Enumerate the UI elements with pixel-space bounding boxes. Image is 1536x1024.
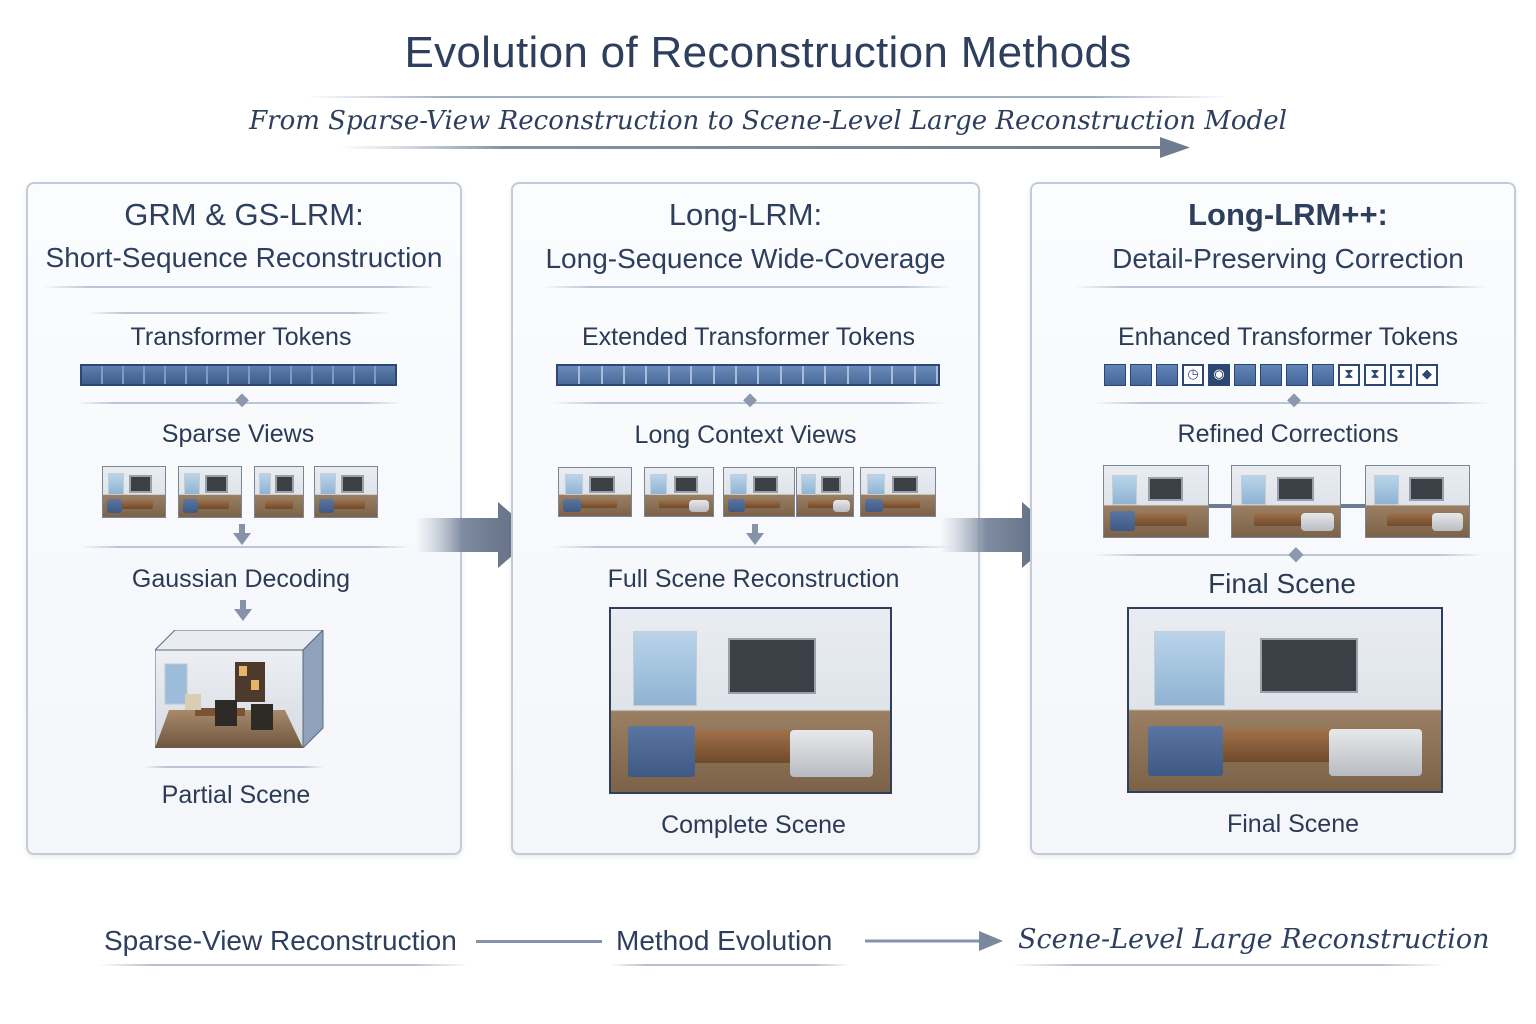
section-divider — [552, 546, 952, 548]
section-divider — [76, 402, 402, 404]
view-thumbnail — [1231, 465, 1341, 538]
view-thumbnail — [723, 467, 795, 517]
section-divider — [144, 766, 324, 768]
footer-arrow-icon — [865, 931, 1003, 951]
panel-subtitle: Long-Sequence Wide-Coverage — [545, 243, 946, 274]
section-divider — [1094, 554, 1484, 556]
decode-label: Final Scene — [1208, 568, 1356, 599]
hourglass-token-icon: ⧗ — [1390, 364, 1412, 386]
footer-middle-label: Method Evolution — [616, 925, 833, 956]
view-thumbnail — [860, 467, 936, 517]
footer-start-label: Sparse-View Reconstruction — [104, 925, 457, 956]
partial-scene-3d-box — [155, 630, 324, 748]
views-label: Sparse Views — [161, 420, 315, 448]
down-arrow-icon — [746, 524, 764, 545]
result-label: Partial Scene — [161, 781, 311, 809]
token-bar — [556, 364, 940, 386]
view-thumbnail — [314, 466, 378, 518]
section-divider — [80, 546, 410, 548]
result-label: Complete Scene — [661, 811, 846, 839]
tokens-label: Extended Transformer Tokens — [581, 323, 916, 351]
views-label: Long Context Views — [634, 421, 857, 449]
view-thumbnail — [1365, 465, 1470, 538]
decode-label: Gaussian Decoding — [131, 565, 351, 593]
page-subtitle: From Sparse-View Reconstruction to Scene… — [249, 106, 1287, 136]
final-scene-image — [1127, 607, 1443, 793]
tokens-label: Enhanced Transformer Tokens — [1117, 323, 1458, 351]
panel-divider — [42, 286, 436, 288]
view-thumbnail — [644, 467, 714, 517]
view-thumbnail — [1103, 465, 1209, 538]
view-thumbnail — [254, 466, 304, 518]
views-label: Refined Corrections — [1177, 420, 1399, 448]
panel-title: Long-LRM: — [668, 197, 823, 232]
panel-title: GRM & GS-LRM: — [124, 197, 364, 232]
hourglass-token-icon: ⧗ — [1364, 364, 1386, 386]
section-divider — [552, 402, 946, 404]
panel-grm-gs-lrm — [26, 182, 462, 855]
section-divider — [1094, 402, 1490, 404]
footer-line — [476, 940, 602, 943]
diamond-connector-icon: ◆ — [1288, 543, 1304, 565]
diamond-connector-icon: ◆ — [235, 389, 249, 409]
subtitle-arrow-icon — [340, 137, 1190, 158]
hourglass-token-icon: ⧗ — [1338, 364, 1360, 386]
footer-underline — [98, 964, 468, 966]
panel-divider — [1074, 286, 1488, 288]
down-arrow-icon — [234, 600, 252, 621]
view-thumbnail — [558, 467, 632, 517]
clock-token-icon: ◷ — [1182, 364, 1204, 386]
title-divider — [305, 96, 1231, 98]
down-arrow-icon — [233, 524, 251, 545]
footer-underline — [610, 964, 850, 966]
view-thumbnail — [178, 466, 242, 518]
decode-label: Full Scene Reconstruction — [607, 565, 900, 593]
diamond-connector-icon: ◆ — [1287, 389, 1301, 409]
page-title: Evolution of Reconstruction Methods — [404, 28, 1132, 77]
enhanced-token-row: ◷ ◉ ⧗ ⧗ ⧗ ◆ — [1104, 364, 1438, 386]
panel-subtitle: Short-Sequence Reconstruction — [45, 242, 443, 273]
tokens-label: Transformer Tokens — [130, 323, 352, 351]
panel-title: Long-LRM++: — [1188, 197, 1388, 232]
diamond-token-icon: ◆ — [1416, 364, 1438, 386]
view-thumbnail — [102, 466, 166, 518]
result-label: Final Scene — [1226, 810, 1360, 838]
token-bar — [80, 364, 397, 386]
target-token-icon: ◉ — [1208, 364, 1230, 386]
panel-divider — [542, 286, 952, 288]
footer-end-label: Scene-Level Large Reconstruction — [1018, 924, 1490, 955]
diamond-connector-icon: ◆ — [743, 389, 757, 409]
section-divider — [88, 312, 390, 314]
panel-subtitle: Detail-Preserving Correction — [1112, 243, 1464, 274]
footer-underline — [1012, 964, 1444, 966]
view-thumbnail — [796, 467, 854, 517]
complete-scene-image — [609, 607, 892, 794]
